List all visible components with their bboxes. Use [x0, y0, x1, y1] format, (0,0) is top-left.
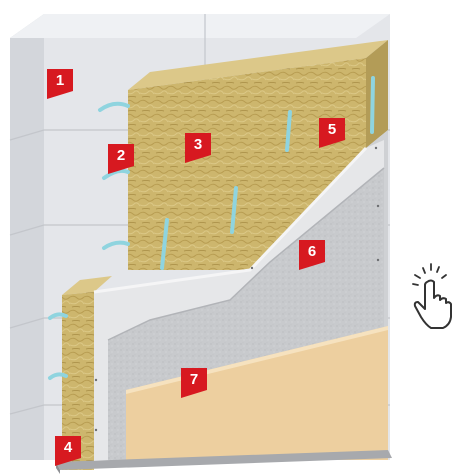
marker-number: 4: [55, 439, 81, 457]
marker-number: 2: [108, 147, 134, 165]
layer-marker-5: 5: [319, 118, 347, 148]
marker-number: 7: [181, 371, 207, 389]
marker-number: 3: [185, 136, 211, 154]
layer-marker-3: 3: [185, 133, 213, 163]
marker-number: 6: [299, 243, 325, 261]
layer-marker-4: 4: [55, 436, 83, 466]
marker-number: 1: [47, 72, 73, 90]
tap-hand-icon[interactable]: [405, 262, 455, 332]
layer-marker-7: 7: [181, 368, 209, 398]
layer-marker-1: 1: [47, 69, 75, 99]
layer-marker-6: 6: [299, 240, 327, 270]
marker-number: 5: [319, 121, 345, 139]
layer-marker-2: 2: [108, 144, 136, 174]
